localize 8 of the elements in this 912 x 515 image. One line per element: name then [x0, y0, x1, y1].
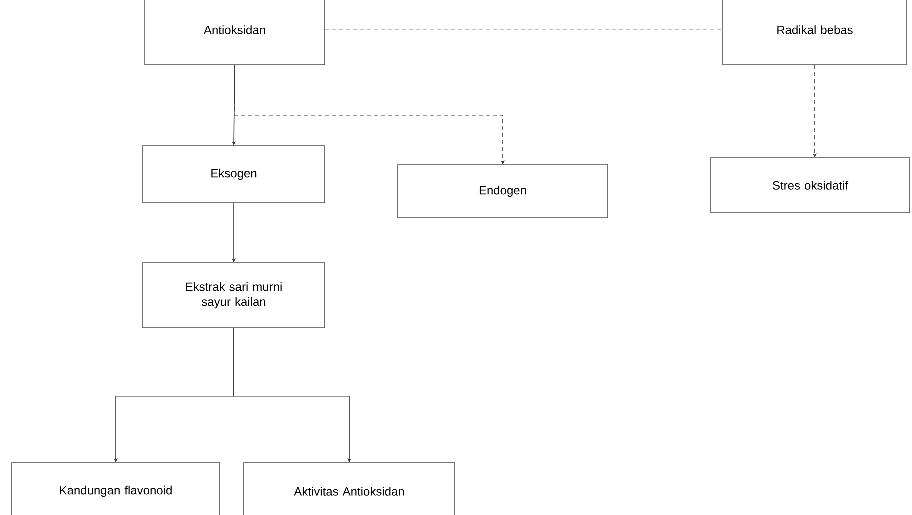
process-box: Stres oksidatif [710, 158, 910, 214]
process-box: Ekstrak sari murni sayur kailan [142, 262, 326, 328]
process-box: Eksogen [142, 146, 326, 204]
process-box: Aktivitas Antioksidan [244, 462, 456, 515]
process-box: Radikal bebas [722, 0, 908, 66]
process-box: Endogen [398, 164, 608, 218]
process-box: Antioksidan [144, 0, 326, 66]
process-box: Kandungan flavonoid [12, 462, 220, 515]
